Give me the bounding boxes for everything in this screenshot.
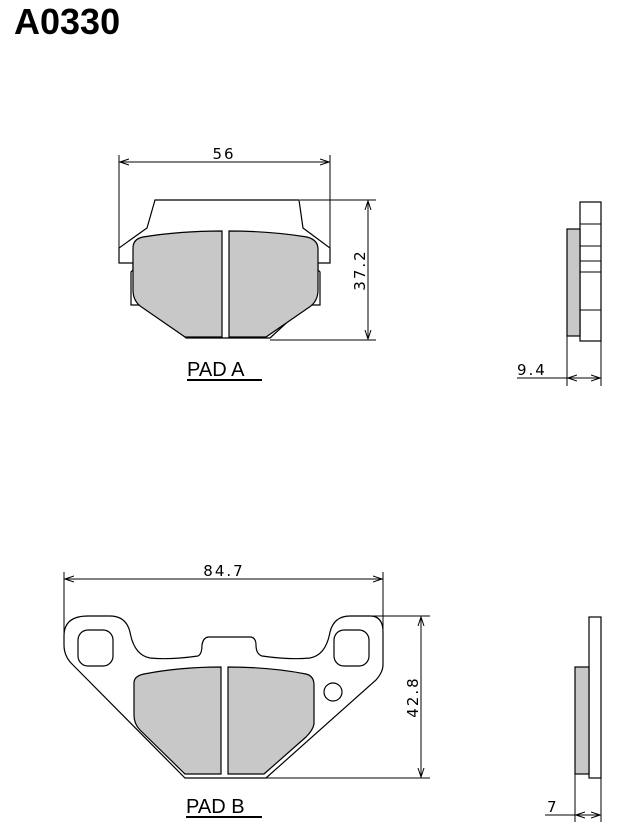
pad-a-thickness-dimension: 9.4 bbox=[517, 336, 602, 386]
pad-b-left-mount-hole bbox=[77, 629, 114, 667]
pad-a-friction-right bbox=[228, 230, 319, 338]
pad-b-friction-left bbox=[133, 666, 222, 775]
pad-b-label: PAD B bbox=[186, 796, 245, 818]
pad-a-thickness-value: 9.4 bbox=[517, 361, 547, 379]
pad-a-height-dimension: 37.2 bbox=[270, 199, 376, 341]
pad-b-height-dimension: 42.8 bbox=[266, 615, 430, 779]
pad-a-front-view bbox=[118, 199, 331, 339]
pad-b-side-view bbox=[574, 616, 602, 779]
pad-a-width-dimension: 56 bbox=[118, 145, 331, 262]
pad-b-right-mount-hole bbox=[333, 629, 370, 667]
pad-b-friction-right bbox=[227, 666, 315, 775]
pad-a-height-value: 37.2 bbox=[351, 249, 369, 290]
pad-b-thickness-dimension: 7 bbox=[545, 774, 602, 822]
pad-b-thickness-value: 7 bbox=[547, 798, 559, 816]
pad-a-width-value: 56 bbox=[212, 145, 235, 163]
pad-b-width-dimension: 84.7 bbox=[63, 562, 384, 640]
pad-a-side-view bbox=[566, 201, 602, 342]
pad-a-friction-left bbox=[132, 230, 223, 338]
pad-b-round-hole bbox=[323, 682, 343, 702]
pad-b-front-view bbox=[63, 615, 384, 779]
pad-b-width-value: 84.7 bbox=[203, 562, 244, 580]
pad-b-height-value: 42.8 bbox=[404, 676, 422, 717]
pad-a-label: PAD A bbox=[187, 359, 245, 381]
part-number-title: A0330 bbox=[14, 1, 121, 42]
